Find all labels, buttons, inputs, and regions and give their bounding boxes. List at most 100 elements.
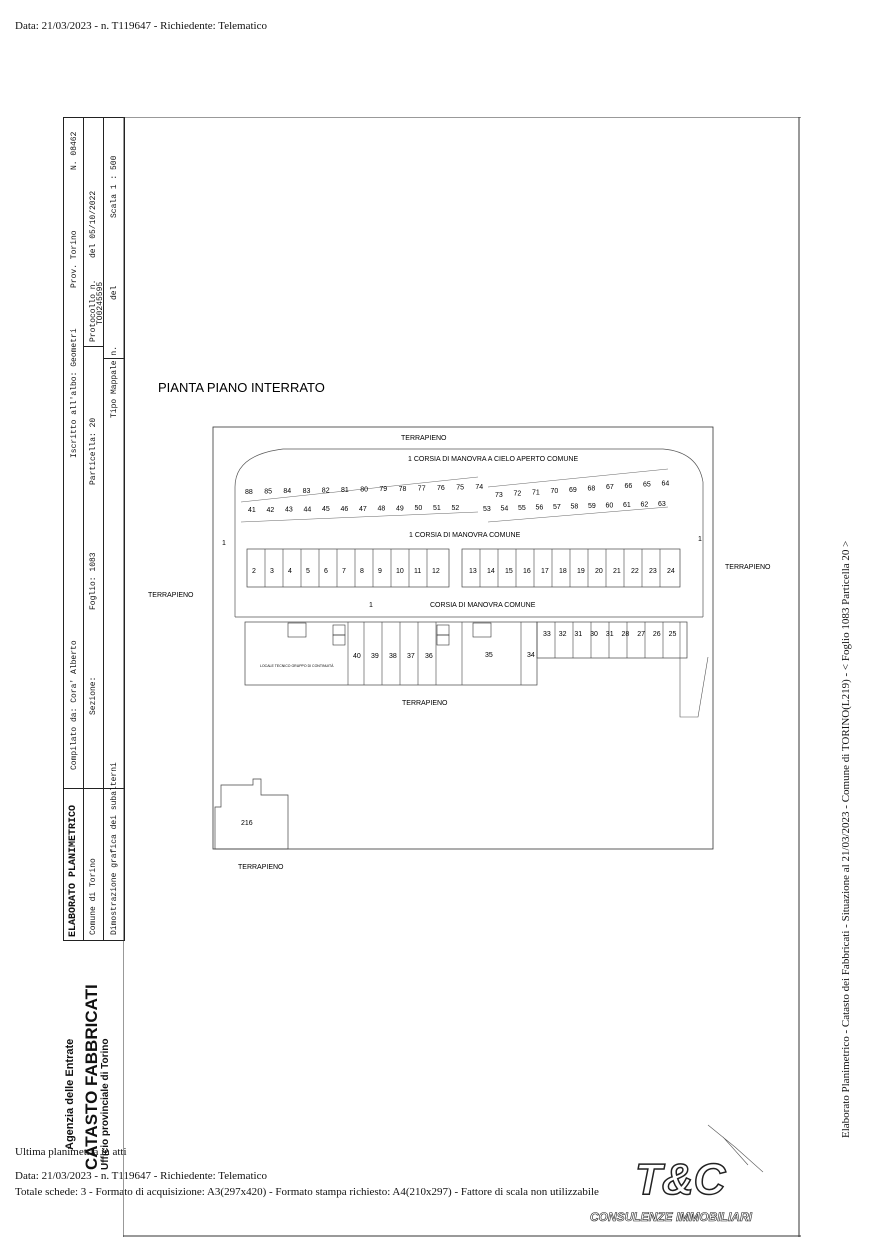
side-note: Elaborato Planimetrico - Catasto dei Fab…: [840, 540, 852, 1138]
plan-number-label: 62: [641, 502, 649, 509]
plan-number-label: 85: [264, 489, 272, 496]
plan-number-label: 24: [667, 568, 675, 575]
terrapieno-top: TERRAPIENO: [401, 435, 447, 442]
prov-label: Prov. Torino: [70, 230, 79, 288]
plan-number-label: 64: [662, 480, 670, 487]
plan-number-label: 78: [399, 486, 407, 493]
plan-number-label: 88: [245, 489, 253, 496]
plan-number-label: 27: [637, 631, 645, 638]
plan-number-label: 36: [425, 653, 433, 660]
plan-number-label: 74: [475, 484, 483, 491]
plan-number-label: 72: [514, 491, 522, 498]
label-one: 1: [369, 602, 373, 609]
dimostrazione-label: Dimostrazione grafica dei subalterni: [110, 762, 119, 935]
plan-number-label: 2: [252, 568, 256, 575]
plan-number-label: 37: [407, 653, 415, 660]
plan-number-label: 69: [569, 487, 577, 494]
plan-number-label: 49: [396, 505, 404, 512]
unit-216: 216: [241, 820, 253, 827]
plan-number-label: 81: [341, 487, 349, 494]
plan-number-label: 79: [379, 486, 387, 493]
plan-number-label: 28: [622, 631, 630, 638]
plan-number-label: 32: [559, 631, 567, 638]
plan-number-label: 44: [304, 506, 312, 513]
plan-number-label: 61: [623, 502, 631, 509]
plan-number-label: 8: [360, 568, 364, 575]
tipo-mappale-label: Tipo Mappale n.: [110, 345, 119, 418]
plan-number-label: 83: [303, 488, 311, 495]
terrapieno-lower: TERRAPIENO: [238, 864, 284, 871]
label-one-left: 1: [222, 540, 226, 547]
plan-number-label: 30: [590, 631, 598, 638]
plan-number-label: 53: [483, 506, 491, 513]
plan-number-label: 9: [378, 568, 382, 575]
protocollo-date: del 05/10/2022: [89, 190, 98, 258]
plan-number-label: 67: [606, 484, 614, 491]
plan-number-label: 34: [527, 652, 535, 659]
title-heading: ELABORATO PLANIMETRICO: [68, 804, 79, 937]
agency-name: Agenzia delle Entrate: [64, 1038, 76, 1150]
comune-label: Comune di Torino: [89, 858, 98, 935]
plan-number-label: 11: [414, 568, 421, 575]
plan-number-label: 42: [267, 507, 275, 514]
plan-number-label: 17: [541, 568, 549, 575]
plan-number-label: 19: [577, 568, 585, 575]
plan-number-label: 5: [306, 568, 310, 575]
plan-number-label: 45: [322, 506, 330, 513]
plan-number-label: 40: [353, 653, 361, 660]
plan-number-label: 76: [437, 485, 445, 492]
plan-number-label: 39: [371, 653, 379, 660]
particella-label: Particella: 20: [89, 417, 98, 485]
plan-number-label: 16: [523, 568, 531, 575]
terrapieno-right: TERRAPIENO: [725, 564, 771, 571]
plan-number-label: 33: [543, 631, 551, 638]
watermark-logo: T&C CONSULENZE IMMOBILIARI: [590, 1154, 753, 1224]
footer-line-1: Ultima planimetria in atti: [15, 1146, 127, 1158]
plan-number-label: 65: [643, 482, 651, 489]
plan-number-label: 23: [649, 568, 657, 575]
title-block: [63, 117, 125, 941]
plan-number-label: 14: [487, 568, 495, 575]
bottom-labels-left: 40 39 38 37 36: [353, 653, 433, 660]
plan-number-label: 71: [532, 489, 540, 496]
plan-number-label: 52: [452, 505, 460, 512]
plan-number-label: 4: [288, 568, 292, 575]
plan-number-label: 73: [495, 492, 503, 499]
plan-number-label: 63: [658, 501, 666, 508]
bottom-labels-mid: 35 34: [485, 652, 535, 659]
plan-title: PIANTA PIANO INTERRATO: [158, 380, 325, 395]
floor-plan-drawing: PIANTA PIANO INTERRATO TERRAPIENO TERRAP…: [123, 117, 801, 1237]
plan-number-label: 75: [456, 485, 464, 492]
plan-number-label: 21: [613, 568, 621, 575]
plan-number-label: 18: [559, 568, 567, 575]
label-one-right: 1: [698, 536, 702, 543]
plan-number-label: 10: [396, 568, 404, 575]
corsia-mid: 1 CORSIA DI MANOVRA COMUNE: [409, 532, 521, 539]
sezione-label: Sezione:: [89, 676, 98, 715]
plan-number-label: 3: [270, 568, 274, 575]
plan-number-label: 26: [653, 631, 661, 638]
plan-number-label: 48: [378, 506, 386, 513]
plan-number-label: 41: [248, 507, 256, 514]
catasto-fabbricati: CATASTO FABBRICATI: [82, 984, 101, 1170]
plan-number-label: 38: [389, 653, 397, 660]
scala-label: Scala 1 : 500: [110, 155, 119, 218]
plan-number-label: 12: [432, 568, 440, 575]
plan-number-label: 60: [606, 503, 614, 510]
header-line: Data: 21/03/2023 - n. T119647 - Richiede…: [15, 20, 267, 32]
plan-number-label: 43: [285, 507, 293, 514]
plan-number-label: 35: [485, 652, 493, 659]
plan-number-label: 31: [574, 631, 582, 638]
plan-number-label: 13: [469, 568, 477, 575]
plan-number-label: 47: [359, 506, 367, 513]
plan-number-label: 55: [518, 505, 526, 512]
plan-number-label: 6: [324, 568, 328, 575]
plan-number-label: 56: [536, 505, 544, 512]
plan-number-label: 82: [322, 487, 330, 494]
plan-number-label: 84: [283, 488, 291, 495]
plan-number-label: 59: [588, 503, 596, 510]
